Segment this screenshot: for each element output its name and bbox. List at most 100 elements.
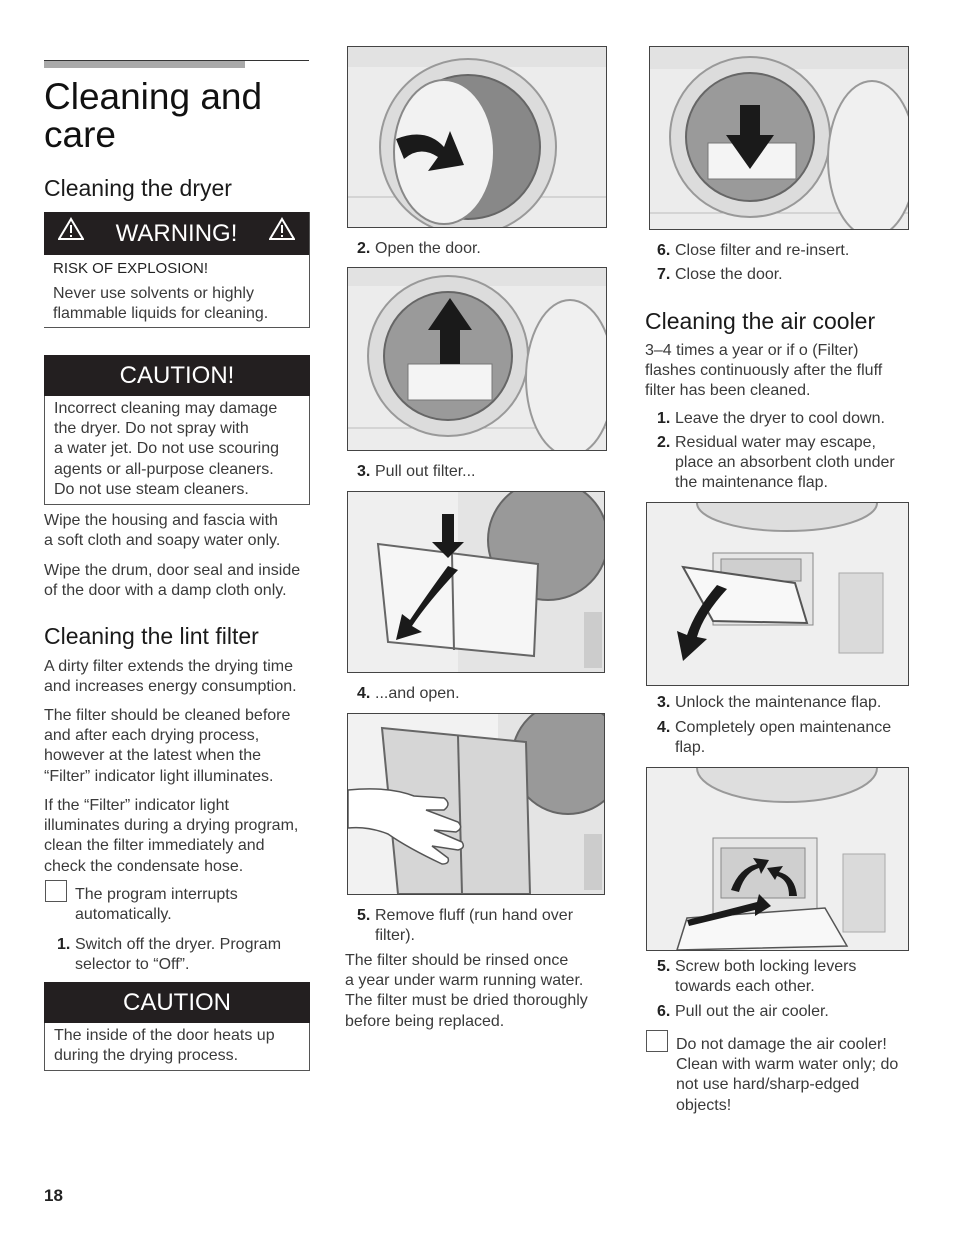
para-rinse-4: before being replaced. <box>345 1012 505 1030</box>
caution-text-1: Incorrect cleaning may damage <box>54 400 278 417</box>
warning-label: WARNING! <box>115 219 238 247</box>
note-air-3: not use hard/sharp-edged <box>676 1076 860 1094</box>
step-7-number: 7. <box>657 266 671 283</box>
figure-open-door <box>347 46 607 228</box>
para-rinse-3: The filter must be dried thoroughly <box>345 992 588 1010</box>
step-4-text: ...and open. <box>375 685 460 702</box>
air-step-3: 3. Unlock the maintenance flap. <box>657 693 912 713</box>
para-lint-3: If the “Filter” indicator light illumina… <box>44 796 314 877</box>
para-lint-2-b: and after each drying process, <box>44 727 260 745</box>
figure-locking-levers <box>646 767 909 951</box>
warning-box: WARNING! RISK OF EXPLOSION! Never use so… <box>44 212 310 328</box>
air-step-6: 6. Pull out the air cooler. <box>657 1002 912 1022</box>
air-step-5-text-1: Screw both locking levers <box>675 958 857 975</box>
air-step-1: 1. Leave the dryer to cool down. <box>657 409 912 429</box>
para-lint-3-c: clean the filter immediately and <box>44 837 265 855</box>
figure-pull-filter <box>347 267 607 451</box>
para-rinse: The filter should be rinsed once a year … <box>345 951 610 1032</box>
step-3-text: Pull out filter... <box>375 463 476 480</box>
para-lint-2-d: “Filter” indicator light illuminates. <box>44 767 274 785</box>
caution-door-header: CAUTION <box>44 982 310 1023</box>
intro-3: filter has been cleaned. <box>645 382 811 400</box>
note-text-2: automatically. <box>75 906 172 924</box>
note-icon <box>45 880 67 902</box>
intro-1: 3–4 times a year or if o (Filter) <box>645 342 859 359</box>
air-step-5-number: 5. <box>657 958 671 975</box>
caution-box-door: CAUTION The inside of the door heats up … <box>44 982 310 1071</box>
step-2-text: Open the door. <box>375 240 481 257</box>
caution-text-4: agents or all-purpose cleaners. <box>54 460 274 478</box>
air-step-3-number: 3. <box>657 694 671 711</box>
para-lint-1-a: A dirty filter extends the drying time <box>44 658 293 675</box>
step-6: 6. Close filter and re-insert. <box>657 241 907 261</box>
step-1: 1. Switch off the dryer. Program selecto… <box>57 935 317 977</box>
step-5-number: 5. <box>357 907 371 924</box>
air-step-4-text-1: Completely open maintenance <box>675 719 892 736</box>
heading-cleaning-dryer: Cleaning the dryer <box>44 175 232 201</box>
para-housing-1: Wipe the housing and fascia with <box>44 512 278 529</box>
air-step-2-number: 2. <box>657 434 671 451</box>
heading-air-cooler: Cleaning the air cooler <box>645 308 876 334</box>
warning-header: WARNING! <box>44 212 309 255</box>
step-1-text-1: Switch off the dryer. Program <box>75 936 282 953</box>
warning-text-2: flammable liquids for cleaning. <box>53 305 269 323</box>
para-drum: Wipe the drum, door seal and inside of t… <box>44 561 314 601</box>
step-3: 3. Pull out filter... <box>357 462 607 482</box>
air-step-1-number: 1. <box>657 410 671 427</box>
note-air-1: Do not damage the air cooler! <box>676 1036 887 1053</box>
note-air-2: Clean with warm water only; do <box>676 1056 899 1074</box>
para-drum-1: Wipe the drum, door seal and inside <box>44 562 301 579</box>
step-5-text-1: Remove fluff (run hand over <box>375 907 574 924</box>
para-lint-3-b: illuminates during a drying program, <box>44 817 299 835</box>
para-rinse-1: The filter should be rinsed once <box>345 952 569 969</box>
para-air-cooler-intro: 3–4 times a year or if o (Filter) flashe… <box>645 341 915 402</box>
note-air-cooler: Do not damage the air cooler! Clean with… <box>676 1035 916 1116</box>
air-step-6-text: Pull out the air cooler. <box>675 1003 829 1020</box>
air-step-2-text-2: place an absorbent cloth under <box>675 454 895 472</box>
para-lint-1: A dirty filter extends the drying time a… <box>44 657 314 697</box>
air-step-4-text-2: flap. <box>675 739 706 757</box>
step-1-text-2: selector to “Off”. <box>75 956 190 974</box>
intro-2: flashes continuously after the fluff <box>645 362 883 380</box>
header-rule-accent <box>44 61 245 68</box>
air-step-4-number: 4. <box>657 719 671 736</box>
note-icon-air-cooler <box>646 1030 668 1052</box>
para-lint-1-b: and increases energy consumption. <box>44 678 297 696</box>
para-lint-2-c: however at the latest when the <box>44 747 262 765</box>
page-number: 18 <box>44 1186 63 1205</box>
page-title-line1: Cleaning and <box>44 76 263 117</box>
warning-text-1: Never use solvents or highly <box>53 285 254 303</box>
air-step-5: 5. Screw both locking levers towards eac… <box>657 957 912 999</box>
caution-door-text-2: during the drying process. <box>54 1047 239 1065</box>
figure-open-filter <box>347 491 605 673</box>
step-6-text: Close filter and re-insert. <box>675 242 850 259</box>
caution-header: CAUTION! <box>44 355 310 396</box>
step-5-text-2: filter). <box>375 927 415 945</box>
caution-door-text-1: The inside of the door heats up <box>54 1027 275 1044</box>
figure-close-filter <box>649 46 909 230</box>
step-4-number: 4. <box>357 685 371 702</box>
air-step-5-text-2: towards each other. <box>675 978 815 996</box>
air-step-3-text: Unlock the maintenance flap. <box>675 694 882 711</box>
para-housing: Wipe the housing and fascia with a soft … <box>44 511 314 551</box>
step-1-number: 1. <box>57 936 71 953</box>
warning-risk: RISK OF EXPLOSION! <box>53 260 209 277</box>
caution-text-5: Do not use steam cleaners. <box>54 480 249 498</box>
air-step-2-text-3: the maintenance flap. <box>675 474 828 492</box>
para-drum-2: of the door with a damp cloth only. <box>44 582 287 600</box>
step-7: 7. Close the door. <box>657 265 907 285</box>
header-rule <box>44 60 309 61</box>
figure-maintenance-flap <box>646 502 909 686</box>
para-lint-3-a: If the “Filter” indicator light <box>44 797 229 814</box>
warning-triangle-icon <box>57 214 85 254</box>
note-air-4: objects! <box>676 1096 732 1114</box>
air-step-2-text-1: Residual water may escape, <box>675 434 876 451</box>
air-step-2: 2. Residual water may escape, place an a… <box>657 433 912 495</box>
air-step-6-number: 6. <box>657 1003 671 1020</box>
step-3-number: 3. <box>357 463 371 480</box>
note-program-interrupts: The program interrupts automatically. <box>75 885 238 925</box>
para-lint-3-d: check the condensate hose. <box>44 857 244 875</box>
step-4: 4. ...and open. <box>357 684 607 704</box>
caution-text-2: the dryer. Do not spray with <box>54 420 249 438</box>
note-text-1: The program interrupts <box>75 886 238 903</box>
